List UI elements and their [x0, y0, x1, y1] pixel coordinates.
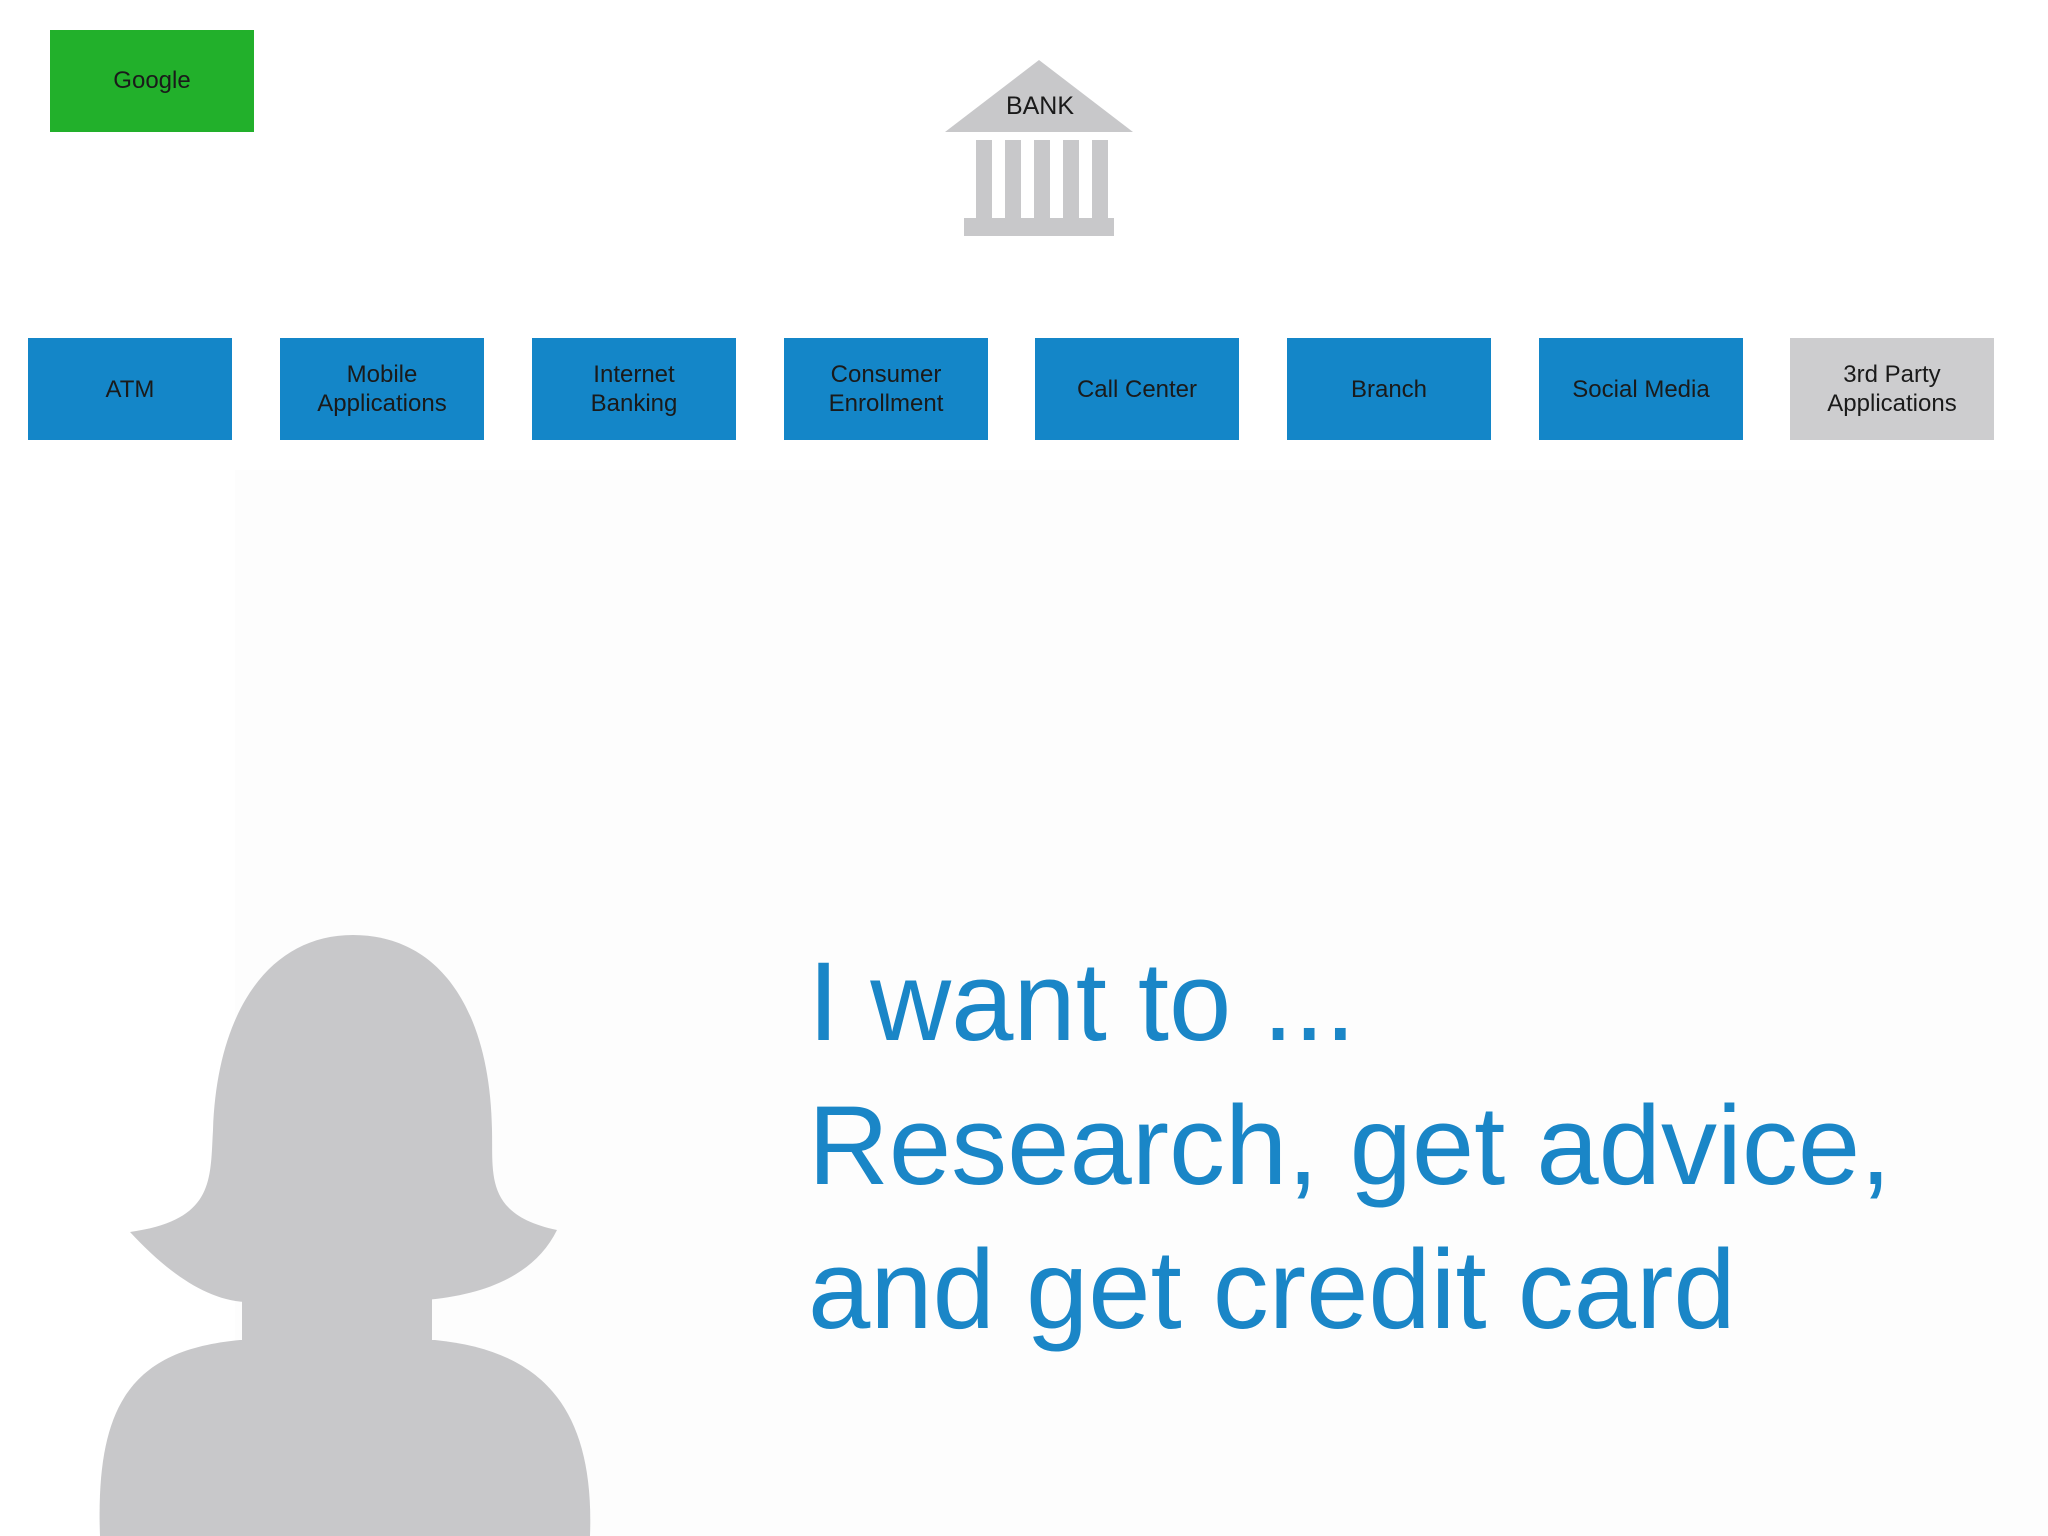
channel-call-center: Call Center: [1035, 338, 1239, 440]
headline-line-2: Research, get advice,: [808, 1083, 1892, 1208]
channel-label: Call Center: [1076, 375, 1198, 403]
channel-consumer-enrollment: Consumer Enrollment: [784, 338, 988, 440]
channel-label: 3rd Party Applications: [1827, 361, 1957, 417]
headline: I want to ... Research, get advice, and …: [808, 930, 2038, 1362]
channel-atm: ATM: [28, 338, 232, 440]
channel-label: ATM: [105, 375, 155, 403]
channel-3rd-party-applications: 3rd Party Applications: [1790, 338, 1994, 440]
channel-label: Internet Banking: [590, 361, 678, 417]
channel-label: Mobile Applications: [317, 361, 447, 417]
person-silhouette-icon: [99, 935, 591, 1536]
channel-internet-banking: Internet Banking: [532, 338, 736, 440]
channel-label: Social Media: [1572, 375, 1710, 403]
headline-line-1: I want to ...: [808, 939, 1356, 1064]
person-figure: [95, 930, 600, 1536]
channel-label: Consumer Enrollment: [828, 361, 944, 417]
headline-line-3: and get credit card: [808, 1227, 1736, 1352]
background-panel: [235, 470, 2048, 1536]
channel-social-media: Social Media: [1539, 338, 1743, 440]
channel-label: Branch: [1350, 375, 1428, 403]
channel-row: ATM Mobile Applications Internet Banking…: [0, 338, 2048, 440]
bank: BANK: [940, 58, 1140, 243]
bank-building-icon: [945, 60, 1133, 236]
google-box: Google: [50, 30, 254, 132]
bank-label: BANK: [1005, 92, 1075, 120]
channel-mobile-applications: Mobile Applications: [280, 338, 484, 440]
google-label: Google: [113, 67, 191, 94]
channel-branch: Branch: [1287, 338, 1491, 440]
